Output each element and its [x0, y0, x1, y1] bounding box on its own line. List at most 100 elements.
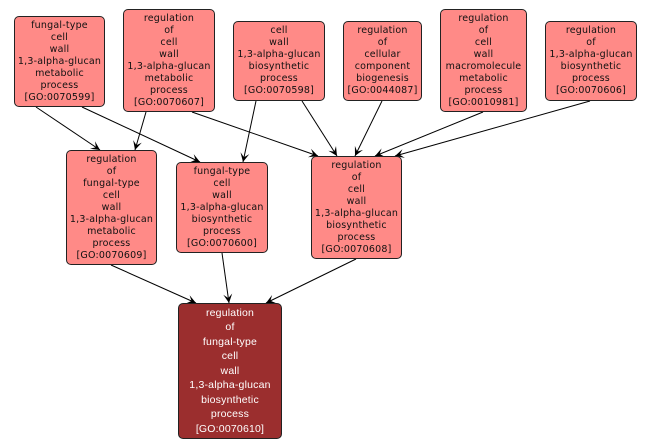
node-label-line: regulation	[458, 12, 509, 24]
arrowhead-icon	[375, 148, 385, 157]
node-label-line: of	[351, 171, 362, 183]
edge-GO0070608-to-GO0070610	[265, 258, 357, 304]
node-label-line: cell	[102, 189, 121, 201]
node-label-line: process	[150, 84, 188, 96]
node-label-line: cell	[347, 183, 366, 195]
node-label-line: [GO:0070599]	[24, 91, 95, 103]
node-label-line: fungal-type	[202, 335, 258, 348]
node-label-line: process	[337, 231, 376, 243]
edge-GO0070609-to-GO0070610	[110, 264, 197, 304]
node-label-line: biosynthetic	[191, 213, 253, 225]
node-label-line: 1,3-alpha-glucan	[69, 213, 154, 225]
node-label-line: regulation	[86, 153, 137, 165]
arrowhead-icon	[395, 149, 405, 158]
node-label-line: regulation	[143, 12, 195, 24]
node-label-line: macromolecule	[445, 60, 522, 72]
arrowhead-icon	[189, 154, 200, 163]
node-label-line: of	[377, 37, 388, 48]
node-label-line: process	[260, 73, 298, 84]
node-label-line: 1,3-alpha-glucan	[237, 49, 321, 60]
node-label-line: of	[586, 37, 596, 48]
node-label-line: cell	[270, 25, 288, 36]
node-label-line: wall	[346, 195, 367, 207]
node-label-line: wall	[159, 48, 179, 60]
node-label-line: component	[354, 61, 411, 72]
node-label-line: biosynthetic	[560, 61, 622, 72]
edge-GO0070607-to-GO0070608	[191, 111, 319, 157]
node-label-line: 1,3-alpha-glucan	[127, 60, 211, 72]
edge-GO0070599-to-GO0070609	[35, 106, 101, 151]
edge-GO0070607-to-GO0070609	[134, 111, 147, 151]
node-label-line: metabolic	[87, 225, 136, 237]
edge-GO0070599-to-GO0070600	[81, 106, 201, 163]
node-label-line: biosynthetic	[201, 393, 259, 406]
node-label-line: fungal-type	[31, 19, 88, 31]
node-label-line: 1,3-alpha-glucan	[189, 379, 271, 392]
node-label-line: fungal-type	[193, 165, 251, 177]
node-label-line: wall	[212, 189, 232, 201]
node-label-line: cell	[474, 36, 493, 48]
node-label-line: wall	[473, 48, 494, 60]
arrowhead-icon	[223, 293, 233, 303]
edge-GO0070606-to-GO0070608	[394, 100, 591, 157]
node-label-line: [GO:0070607]	[134, 96, 204, 108]
node-label-line: process	[40, 79, 79, 91]
node-label-line: [GO:0070609]	[76, 249, 147, 261]
node-label-line: 1,3-alpha-glucan	[180, 201, 264, 213]
node-label-line: [GO:0070610]	[195, 422, 265, 435]
node-label-line: wall	[49, 43, 70, 55]
edge-GO0010981-to-GO0070608	[374, 111, 484, 157]
node-label-line: fungal-type	[83, 177, 140, 189]
arrowhead-icon	[185, 295, 196, 304]
node-label-line: biosynthetic	[326, 219, 387, 231]
arrowhead-icon	[354, 145, 363, 156]
arrowhead-icon	[266, 295, 277, 304]
node-label-line: cell	[50, 31, 69, 43]
node-label-line: [GO:0044087]	[347, 85, 418, 96]
node-label-line: regulation	[205, 306, 255, 319]
node-label-line: [GO:0070608]	[321, 243, 392, 255]
node-label-line: metabolic	[144, 72, 194, 84]
node-label-line: process	[572, 73, 610, 84]
node-label-line: wall	[269, 37, 289, 48]
node-label-line: regulation	[331, 159, 382, 171]
node-label-line: [GO:0070598]	[244, 85, 314, 96]
node-label-line: process	[210, 408, 250, 421]
arrowhead-icon	[133, 140, 142, 150]
node-label-line: regulation	[565, 25, 617, 36]
node-label-line: of	[164, 24, 174, 36]
node-label-line: [GO:0070600]	[187, 237, 257, 249]
node-label-line: regulation	[357, 25, 408, 36]
node-label-line: process	[92, 237, 131, 249]
node-label-line: 1,3-alpha-glucan	[549, 49, 633, 60]
node-label-line: [GO:0070606]	[556, 85, 626, 96]
edge-GO0070598-to-GO0070600	[242, 100, 257, 163]
node-label-line: of	[478, 24, 489, 36]
edge-GO0044087-to-GO0070608	[354, 100, 383, 157]
arrowhead-icon	[308, 148, 318, 158]
node-label-line: cell	[221, 350, 239, 363]
node-label-line: cell	[160, 36, 178, 48]
node-label-line: metabolic	[459, 72, 508, 84]
node-label-line: biosynthetic	[248, 61, 310, 72]
node-label-line: 1,3-alpha-glucan	[17, 55, 102, 67]
node-label-line: [GO:0010981]	[448, 96, 519, 108]
arrowhead-icon	[328, 146, 337, 156]
node-label-line: biogenesis	[356, 73, 409, 84]
node-label-line: of	[225, 321, 235, 334]
node-label-line: wall	[220, 364, 240, 377]
edge-GO0070598-to-GO0070608	[301, 100, 338, 157]
arrowhead-icon	[90, 141, 100, 150]
node-label-line: cellular	[364, 49, 401, 60]
